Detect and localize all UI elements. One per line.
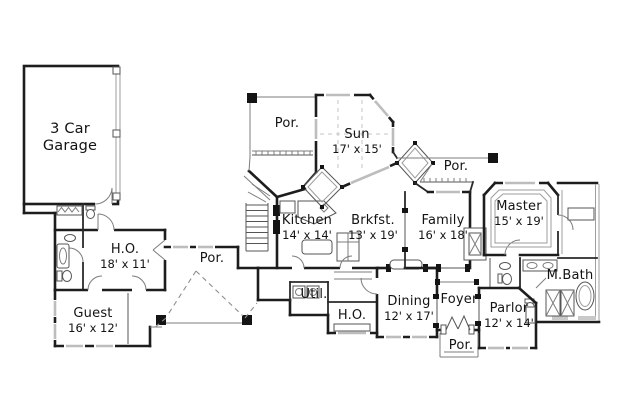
room-label-porch-entry: Por.	[199, 251, 225, 267]
oven-icon	[273, 205, 280, 216]
powder-room	[435, 257, 521, 289]
dryer-icon	[306, 285, 320, 299]
room-name: H.O.	[110, 242, 140, 257]
room-dims: 17' x 15'	[332, 141, 382, 156]
closet-shelf	[567, 207, 595, 221]
built-in-shelf	[525, 306, 536, 324]
room-name: Kitchen	[281, 213, 333, 228]
room-dims: 16' x 18'	[418, 227, 468, 242]
shower-icon	[56, 243, 70, 269]
tray-ceiling	[490, 189, 552, 248]
porch-post	[488, 153, 498, 163]
toilet-icon	[86, 209, 95, 219]
home-office-2-room	[326, 301, 379, 336]
room-name: Family	[421, 213, 465, 228]
master-bath-room	[522, 259, 601, 324]
room-name: Foyer	[440, 292, 478, 307]
room-label-master-bath: M.Bath	[546, 268, 594, 284]
sink-counter-icon	[56, 205, 83, 216]
interior-wall-south	[256, 255, 380, 280]
guest-room	[52, 288, 162, 349]
entry-porch	[152, 244, 292, 330]
room-name: Por.	[274, 116, 300, 131]
room-name: 3 Car Garage	[42, 121, 98, 154]
room-label-home-office: H.O.18' x 11'	[100, 242, 150, 271]
room-name: Dining	[387, 294, 431, 309]
room-label-porch-upper: Por.	[274, 116, 300, 132]
room-name: Master	[496, 199, 542, 214]
room-name: Por.	[448, 338, 474, 353]
stairs	[243, 169, 279, 252]
room-name: M.Bath	[546, 268, 594, 283]
room-label-porch-right: Por.	[443, 159, 469, 175]
room-name: Brkfst.	[351, 213, 395, 228]
porch-post	[247, 93, 257, 103]
room-label-foyer: Foyer	[440, 292, 478, 308]
room-dims: 18' x 11'	[100, 256, 150, 271]
room-name: Por.	[443, 159, 469, 174]
mud-bath	[22, 202, 167, 292]
porch-post	[242, 315, 252, 325]
breakfast-bay-wall	[340, 161, 399, 189]
room-dims: 14' x 14'	[282, 227, 332, 242]
room-name: H.O.	[337, 308, 367, 323]
sun-room	[301, 92, 399, 189]
toilet-icon	[62, 270, 72, 282]
washer-icon	[292, 285, 306, 299]
utility-room	[288, 281, 330, 317]
room-dims: 15' x 19'	[494, 213, 544, 228]
sink-icon	[64, 234, 76, 242]
kitchen-island	[301, 239, 333, 255]
room-name: Por.	[199, 251, 225, 266]
west-bath	[56, 229, 86, 291]
room-label-porch-front: Por.	[448, 338, 474, 354]
fireplace	[463, 227, 487, 261]
toilet-icon	[502, 273, 512, 285]
room-dims: 13' x 19'	[348, 227, 398, 242]
front-porch-stoop	[439, 333, 479, 358]
room-label-garage: 3 Car Garage	[37, 121, 103, 154]
garage-outline	[22, 64, 123, 207]
room-name: Sun	[344, 127, 370, 142]
vanity-counter	[522, 259, 558, 272]
room-name: Parlor	[489, 301, 529, 316]
sink-icon	[499, 262, 511, 270]
right-porch	[397, 153, 498, 194]
foyer-room	[435, 286, 482, 350]
room-dims: 16' x 12'	[68, 320, 118, 335]
parlor-room	[477, 286, 538, 351]
home-office-room	[53, 228, 168, 293]
room-dims: 12' x 17'	[384, 308, 434, 323]
master-closet	[556, 181, 600, 321]
master-room	[482, 180, 574, 257]
entry-arch-dashed	[152, 270, 258, 330]
kitchen-room	[273, 187, 337, 270]
room-label-home-office-2: H.O.	[337, 308, 367, 324]
room-name: Guest	[73, 306, 113, 321]
window-seat	[333, 323, 371, 332]
upper-porch	[247, 93, 316, 172]
pantry-icon	[273, 220, 280, 234]
porch-post	[156, 315, 166, 325]
room-label-utility: Util.	[300, 287, 328, 303]
room-dims: 12' x 14'	[484, 315, 534, 330]
family-room	[402, 181, 487, 272]
front-door	[445, 314, 471, 331]
range-icon	[279, 200, 296, 214]
room-label-breakfast: Brkfst.13' x 19'	[348, 213, 398, 242]
family-bay	[395, 141, 435, 185]
room-name: Util.	[300, 287, 328, 302]
